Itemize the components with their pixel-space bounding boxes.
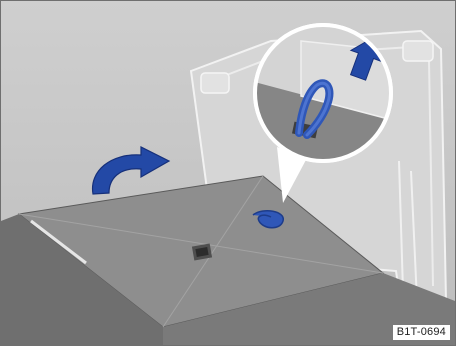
headrest-right [403,41,433,61]
headrest-left [201,73,229,93]
figure-reference-code: B1T-0694 [392,324,451,341]
